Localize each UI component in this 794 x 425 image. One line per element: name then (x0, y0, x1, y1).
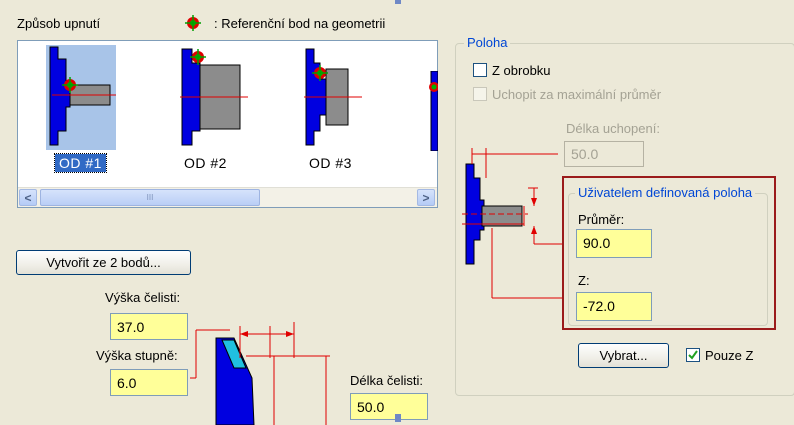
user-position-title: Uživatelem definovaná poloha (575, 185, 756, 200)
resize-handle-bottom[interactable] (395, 414, 401, 422)
checkmark-icon (688, 350, 698, 360)
mounting-type-list[interactable]: OD #1 OD #2 OD #3 < (17, 40, 438, 208)
step-height-field[interactable]: 6.0 (110, 369, 188, 396)
scroll-left-button[interactable]: < (19, 189, 37, 206)
mounting-option-od1[interactable] (46, 45, 116, 150)
reference-point-icon (185, 15, 201, 31)
create-from-2-points-button[interactable]: Vytvořit ze 2 bodů... (16, 250, 191, 275)
scroll-thumb[interactable]: III (40, 189, 260, 206)
grip-length-field[interactable]: 50.0 (564, 141, 644, 167)
user-position-highlight (562, 176, 776, 330)
jaw-length-label: Délka čelisti: (350, 373, 423, 388)
position-dimension-diagram (462, 148, 562, 299)
horizontal-scrollbar[interactable]: < III > (18, 187, 437, 207)
jaw-length-field[interactable]: 50.0 (350, 393, 428, 420)
diameter-label: Průměr: (578, 212, 625, 227)
reference-point-legend: : Referenční bod na geometrii (214, 16, 386, 31)
mounting-option-od3[interactable] (302, 45, 372, 150)
od3-caption[interactable]: OD #3 (309, 155, 352, 171)
from-part-label[interactable]: Z obrobku (492, 63, 551, 78)
only-z-label[interactable]: Pouze Z (705, 348, 754, 363)
from-part-checkbox[interactable] (473, 63, 487, 77)
mounting-title: Způsob upnutí (17, 16, 101, 31)
od2-caption[interactable]: OD #2 (184, 155, 227, 171)
jaw-height-field[interactable]: 37.0 (110, 313, 188, 340)
od3-jaw-icon (304, 48, 362, 146)
position-group-title: Poloha (464, 35, 511, 50)
z-label: Z: (578, 273, 590, 288)
diameter-field[interactable]: 90.0 (576, 229, 652, 258)
only-z-checkbox[interactable] (686, 348, 700, 362)
grab-max-diameter-label[interactable]: Uchopit za maximální průměr (492, 87, 662, 102)
grab-max-diameter-checkbox[interactable] (473, 87, 487, 101)
z-field[interactable]: -72.0 (576, 292, 652, 321)
jaw-height-label: Výška čelisti: (105, 290, 181, 305)
grip-length-label: Délka uchopení: (566, 121, 660, 136)
scroll-right-button[interactable]: > (417, 189, 435, 206)
od1-caption[interactable]: OD #1 (54, 153, 107, 173)
mounting-option-od2[interactable] (178, 45, 248, 150)
resize-handle-top[interactable] (395, 0, 401, 4)
jaw-dimension-diagram (190, 322, 330, 425)
position-group (455, 43, 794, 396)
select-button[interactable]: Vybrat... (578, 343, 669, 368)
od4-partial-icon (429, 71, 438, 151)
od2-jaw-icon (180, 48, 248, 146)
step-height-label: Výška stupně: (96, 348, 178, 363)
od1-jaw-icon (49, 46, 116, 146)
